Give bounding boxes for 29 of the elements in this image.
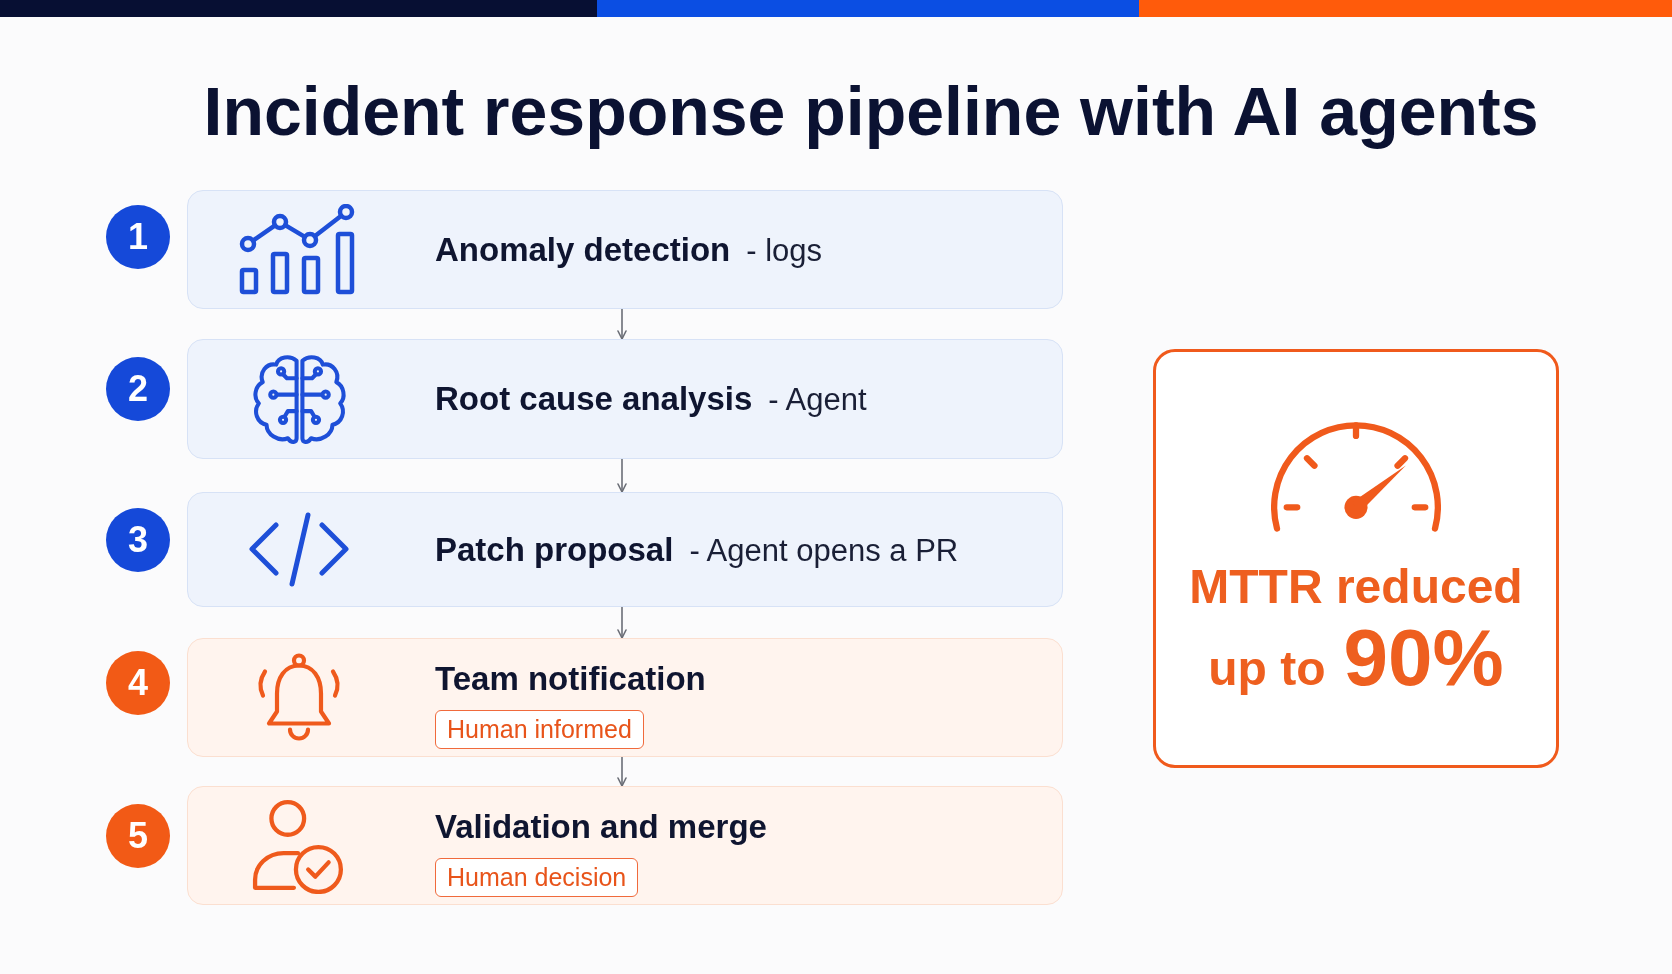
step-title: Root cause analysis: [435, 380, 753, 418]
stat-label: MTTR reduced: [1189, 558, 1523, 615]
step-detail: - logs: [746, 232, 823, 269]
step-title: Anomaly detection: [435, 230, 731, 269]
status-tag: Human decision: [435, 858, 639, 897]
step-number: 3: [106, 508, 170, 572]
step-detail: - Agent opens a PR: [689, 532, 959, 569]
diagram-title: Incident response pipeline with AI agents: [203, 72, 1539, 151]
arrow: [617, 756, 627, 787]
step-number: 1: [106, 205, 170, 269]
step-title: Patch proposal: [435, 530, 674, 569]
step-detail: - Agent: [768, 382, 867, 418]
stat-label: up to: [1208, 641, 1326, 697]
arrow: [617, 606, 627, 639]
step-title: Validation and merge: [435, 808, 767, 847]
step-card: [187, 190, 1063, 309]
step-number: 5: [106, 804, 170, 868]
step-title: Team notification: [435, 660, 706, 699]
step-card: [187, 638, 1063, 757]
arrow: [617, 308, 627, 340]
step-card: [187, 786, 1063, 905]
stat-value: 90%: [1343, 614, 1504, 703]
step-number: 2: [106, 357, 170, 421]
stat-card: [1153, 349, 1559, 768]
status-tag: Human informed: [435, 710, 644, 749]
step-number: 4: [106, 651, 170, 715]
arrow: [617, 458, 627, 493]
step-card: [187, 492, 1063, 607]
step-card: [187, 339, 1063, 459]
